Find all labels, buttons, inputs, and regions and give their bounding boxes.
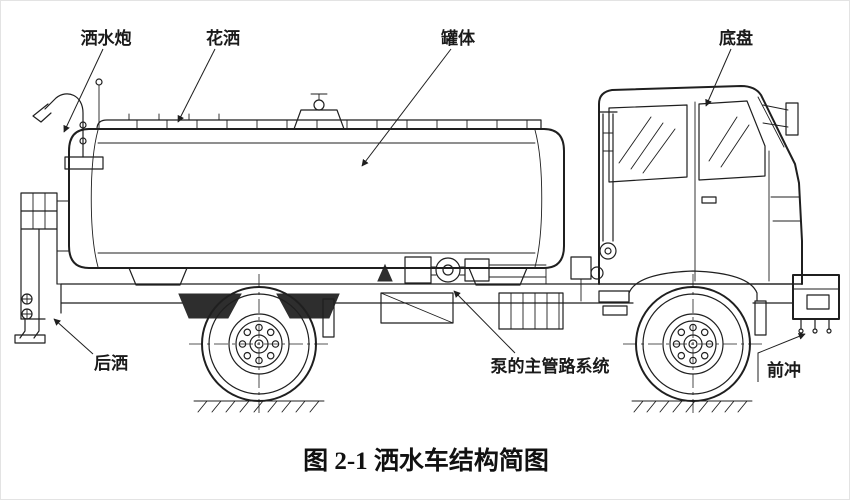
label-tank-body: 罐体 — [440, 28, 476, 48]
label-front-flush: 前冲 — [767, 360, 801, 380]
label-sprinkler: 花洒 — [206, 28, 240, 48]
figure-caption: 图 2-1 洒水车结构简图 — [303, 446, 549, 475]
label-water-cannon: 洒水炮 — [81, 28, 132, 48]
label-pump-main-pipeline: 泵的主管路系统 — [491, 356, 610, 376]
tank-body — [68, 93, 565, 286]
leader-lines — [53, 48, 806, 382]
label-chassis: 底盘 — [719, 28, 753, 48]
ground-hatching — [193, 400, 753, 413]
label-rear-spray: 后洒 — [94, 353, 128, 373]
front-bumper — [792, 274, 840, 334]
water-cannon — [32, 78, 104, 170]
cab — [598, 85, 803, 336]
pump-assembly — [377, 256, 547, 284]
front-wheel — [622, 273, 764, 415]
rear-ladder-spray — [14, 192, 70, 344]
leaf-springs — [178, 293, 340, 338]
